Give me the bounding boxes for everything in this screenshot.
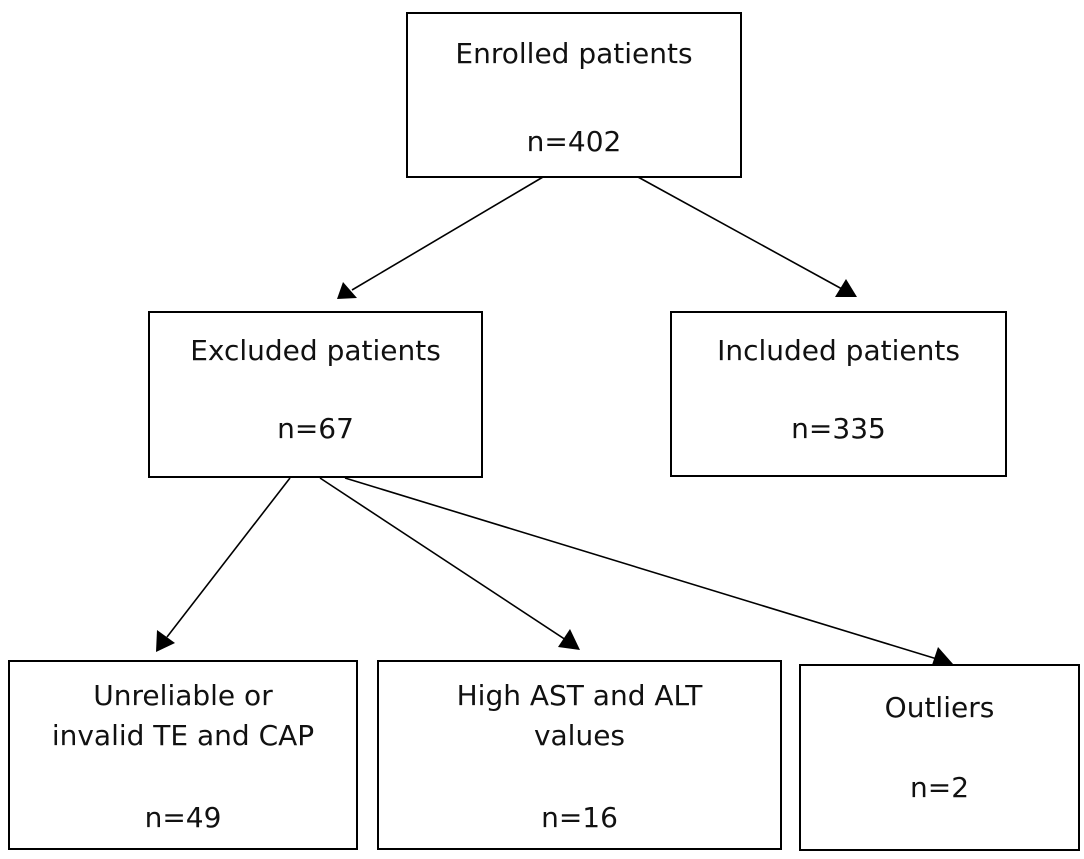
unreliable-te-cap-count: n=49 <box>144 801 222 834</box>
high-ast-alt-label-line2: values <box>533 719 626 752</box>
outliers-count: n=2 <box>909 771 970 804</box>
unreliable-te-cap-box: Unreliable or invalid TE and CAP n=49 <box>8 660 358 850</box>
arrow-excluded-to-unreliable <box>156 477 291 652</box>
excluded-patients-count: n=67 <box>277 412 354 445</box>
unreliable-te-cap-label-line2: invalid TE and CAP <box>51 719 315 752</box>
enrolled-patients-label: Enrolled patients <box>455 37 693 70</box>
enrolled-patients-box: Enrolled patients n=402 <box>406 12 742 178</box>
included-patients-box: Included patients n=335 <box>670 311 1007 477</box>
outliers-box: Outliers n=2 <box>799 664 1080 851</box>
arrow-enrolled-to-excluded <box>337 176 544 299</box>
arrow-excluded-to-outliers <box>344 477 953 668</box>
unreliable-te-cap-label-line1: Unreliable or <box>93 679 273 712</box>
enrolled-patients-count: n=402 <box>526 125 622 158</box>
high-ast-alt-box: High AST and ALT values n=16 <box>377 660 782 850</box>
included-patients-count: n=335 <box>791 412 886 445</box>
excluded-patients-label: Excluded patients <box>190 334 441 367</box>
arrow-enrolled-to-included <box>637 176 857 297</box>
excluded-patients-box: Excluded patients n=67 <box>148 311 483 478</box>
high-ast-alt-label-line1: High AST and ALT <box>456 679 703 712</box>
outliers-label: Outliers <box>884 691 995 724</box>
high-ast-alt-count: n=16 <box>541 801 618 834</box>
included-patients-label: Included patients <box>717 334 960 367</box>
arrow-excluded-to-high-ast-alt <box>319 477 580 650</box>
